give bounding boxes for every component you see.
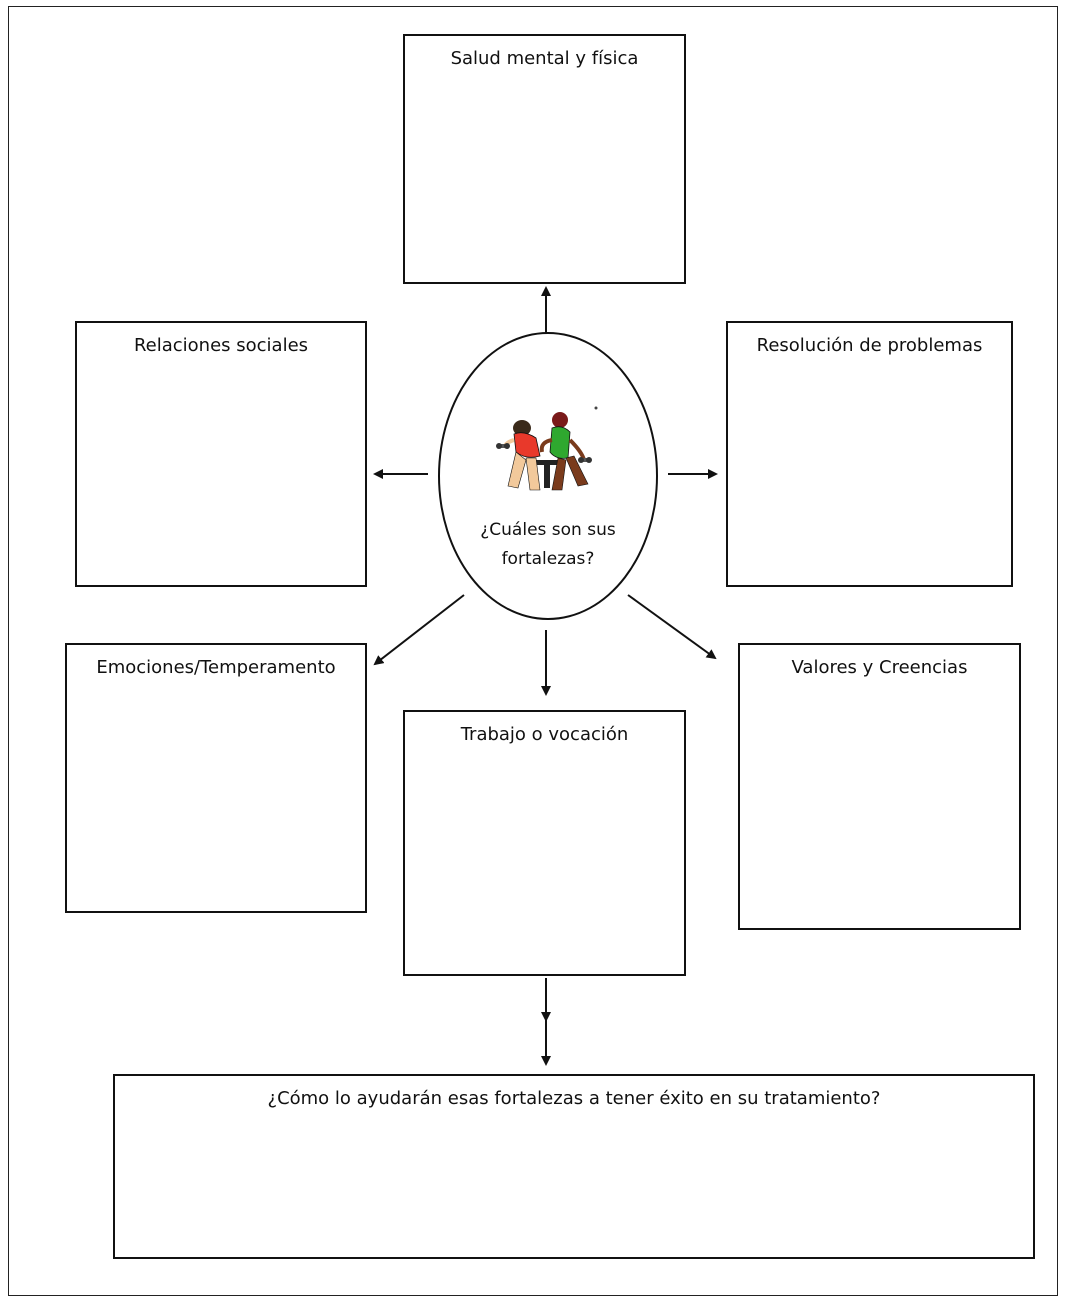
arrow-to-valores: [627, 594, 717, 660]
box-title-relaciones: Relaciones sociales: [133, 335, 309, 356]
box-valores-creencias: Valores y Creencias: [738, 643, 1021, 930]
arrow-to-emociones: [373, 594, 465, 666]
center-question: ¿Cuáles son sus fortalezas?: [480, 520, 616, 569]
box-title-pregunta: ¿Cómo lo ayudarán esas fortalezas a tene…: [267, 1088, 881, 1109]
box-salud-mental-fisica: Salud mental y física: [403, 34, 686, 284]
box-title-trabajo: Trabajo o vocación: [460, 724, 629, 745]
box-resolucion-problemas: Resolución de problemas: [726, 321, 1013, 587]
box-trabajo-vocacion: Trabajo o vocación: [403, 710, 686, 976]
box-title-emociones: Emociones/Temperamento: [96, 657, 336, 678]
box-relaciones-sociales: Relaciones sociales: [75, 321, 367, 587]
box-title-resolucion: Resolución de problemas: [756, 335, 983, 356]
box-pregunta-tratamiento: ¿Cómo lo ayudarán esas fortalezas a tene…: [113, 1074, 1035, 1259]
box-title-salud: Salud mental y física: [450, 48, 639, 69]
box-title-valores: Valores y Creencias: [791, 657, 968, 678]
box-emociones-temperamento: Emociones/Temperamento: [65, 643, 367, 913]
center-ellipse: ¿Cuáles son sus fortalezas?: [438, 332, 658, 620]
weightlifting-couple-illustration: [496, 406, 598, 491]
